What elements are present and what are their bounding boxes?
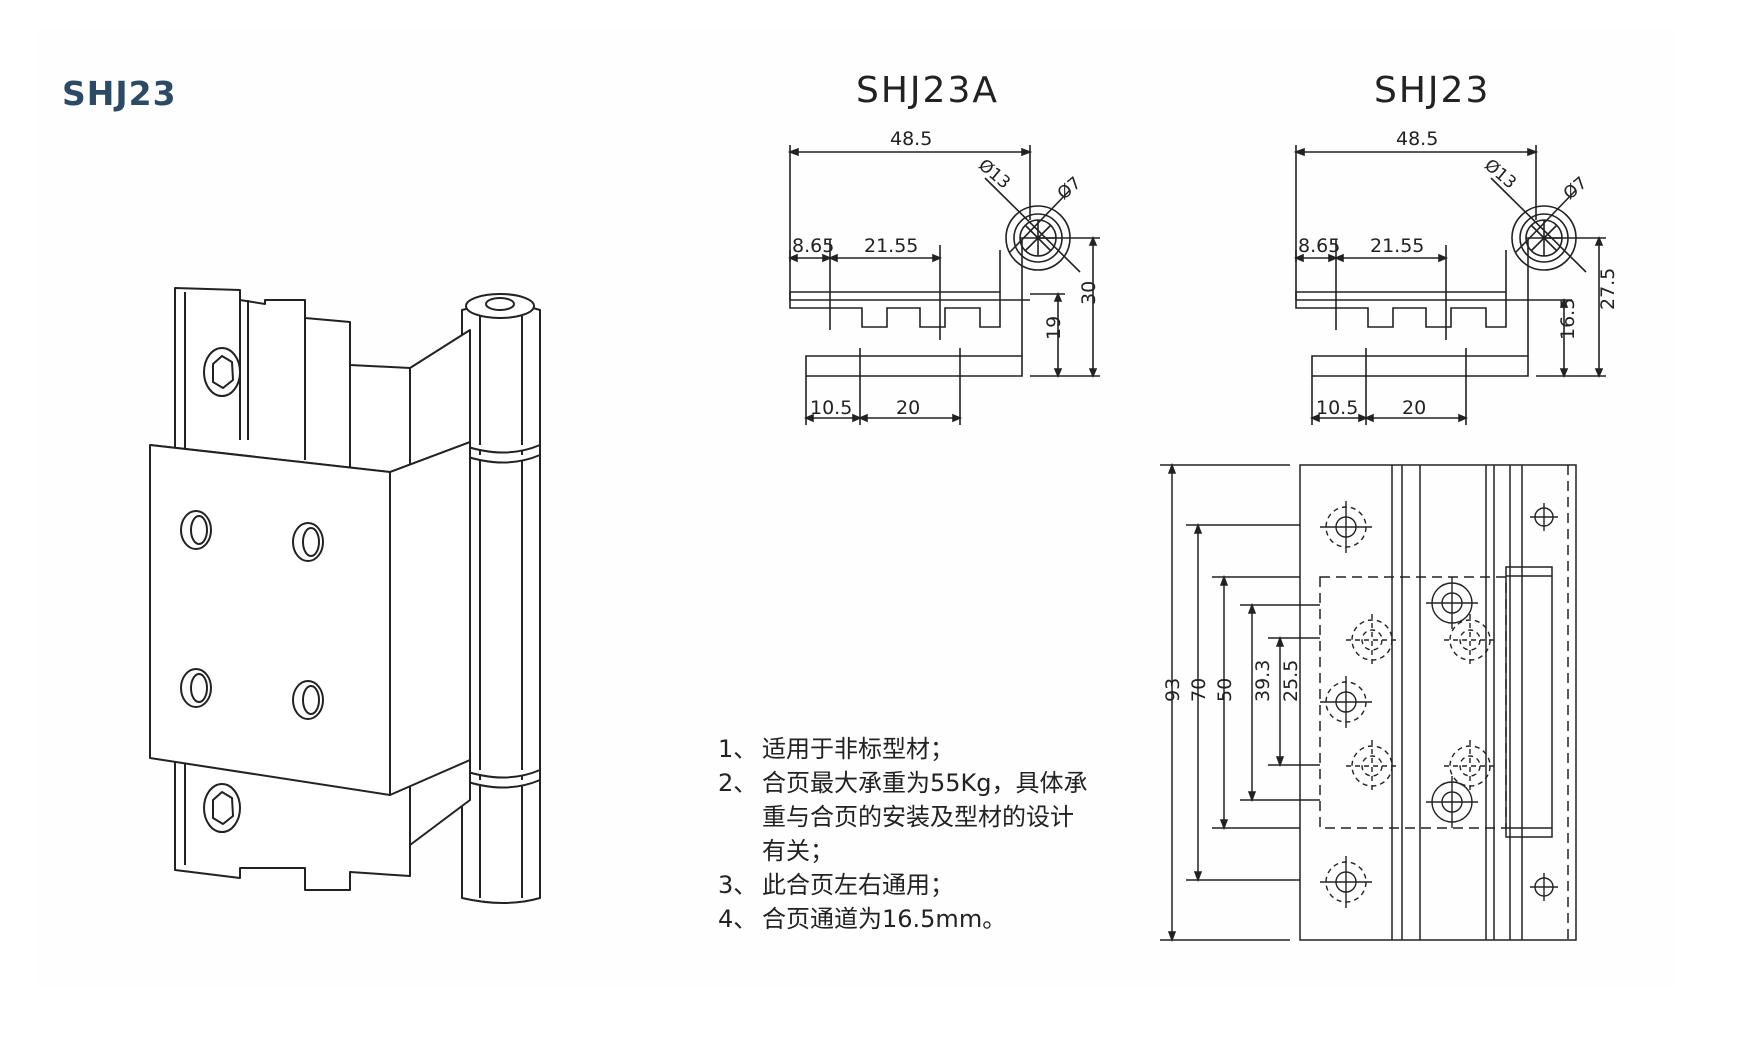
front-pin-hole-top: [1530, 503, 1558, 531]
dim-70: 70: [1188, 678, 1210, 702]
note-item: 1、适用于非标型材；: [718, 735, 954, 763]
front-hole-6: [1426, 577, 1478, 629]
front-hole-5: [1346, 740, 1398, 792]
notes-list: 1、适用于非标型材； 2、合页最大承重为55Kg，具体承重与合页的安装及型材的设…: [718, 732, 1098, 936]
front-hole-8: [1444, 614, 1496, 666]
dim-a-lower-left: 10.5: [810, 397, 852, 419]
dim-b-top: 48.5: [1396, 128, 1438, 150]
note-item: 2、合页最大承重为55Kg，具体承重与合页的安装及型材的设计有关；: [718, 769, 1088, 865]
dim-a-v-large: 30: [1078, 281, 1100, 305]
front-knuckle: [1505, 566, 1553, 838]
front-hole-9: [1444, 740, 1496, 792]
profile-upper: [789, 291, 1001, 328]
dim-a-lower-right: 20: [896, 397, 920, 419]
dim-a-v-small: 19: [1043, 316, 1065, 340]
dim-b-lower-right: 20: [1402, 397, 1426, 419]
front-pin-hole-bottom: [1530, 873, 1558, 901]
dim-b-v-large: 27.5: [1597, 268, 1619, 310]
front-hole-4: [1346, 614, 1398, 666]
note-item: 4、合页通道为16.5mm。: [718, 905, 1007, 933]
dim-b-lower-left: 10.5: [1316, 397, 1358, 419]
plate-outline: [1299, 464, 1577, 941]
dim-a-upper-left: 8.65: [792, 235, 834, 257]
front-hole-3: [1320, 676, 1372, 728]
dim-93: 93: [1162, 678, 1184, 702]
dim-50: 50: [1214, 678, 1236, 702]
profile-lower-b: [1311, 355, 1529, 377]
profile-lower: [805, 355, 1023, 377]
dim-25-5: 25.5: [1280, 660, 1302, 702]
front-hole-7: [1426, 776, 1478, 828]
hinge-3d-illustration: [149, 287, 541, 904]
dim-a-top: 48.5: [890, 128, 932, 150]
note-item: 3、此合页左右通用；: [718, 871, 954, 899]
front-hole-1: [1320, 501, 1372, 553]
dim-b-upper-right: 21.55: [1370, 235, 1424, 257]
view-title-shj23a: SHJ23A: [856, 70, 999, 111]
view-title-shj23: SHJ23: [1374, 70, 1491, 111]
dim-a-upper-right: 21.55: [864, 235, 918, 257]
front-hole-2: [1320, 856, 1372, 908]
profile-upper-b: [1295, 291, 1507, 328]
dim-b-upper-left: 8.65: [1298, 235, 1340, 257]
model-title: SHJ23: [62, 74, 177, 113]
dim-b-v-small: 16.5: [1557, 298, 1579, 340]
dim-39-3: 39.3: [1252, 660, 1274, 702]
